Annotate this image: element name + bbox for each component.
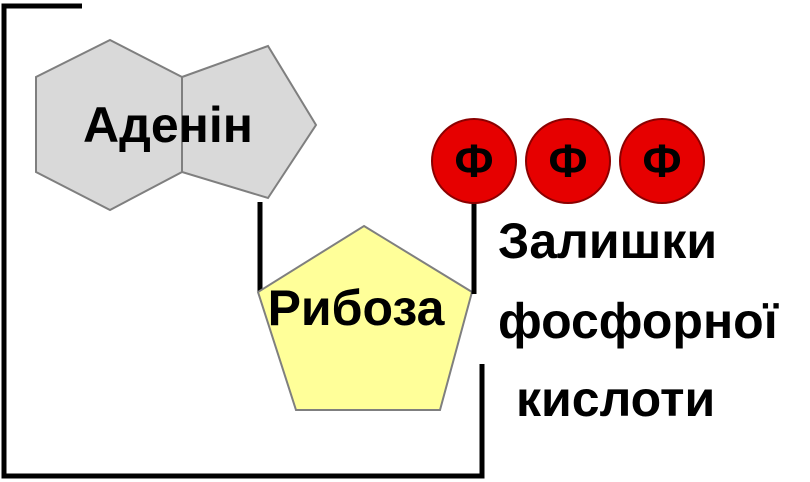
caption-line-3: кислоти xyxy=(516,371,715,427)
phosphate-circle xyxy=(619,118,705,204)
phosphate-label: Ф xyxy=(642,135,681,187)
ribose-label: Рибоза xyxy=(268,280,446,336)
phosphate-circle xyxy=(431,118,517,204)
adenine-pentagon xyxy=(181,44,318,200)
caption-line-1: Залишки xyxy=(498,213,717,269)
bracket-frame xyxy=(1,3,485,479)
phosphate-label: Ф xyxy=(454,135,493,187)
ribose-pentagon xyxy=(256,224,474,411)
phosphate-label: Ф xyxy=(548,135,587,187)
caption-line-2: фосфорної xyxy=(498,293,779,349)
phosphate-circle xyxy=(525,118,611,204)
adenine-label: Аденін xyxy=(83,97,253,153)
